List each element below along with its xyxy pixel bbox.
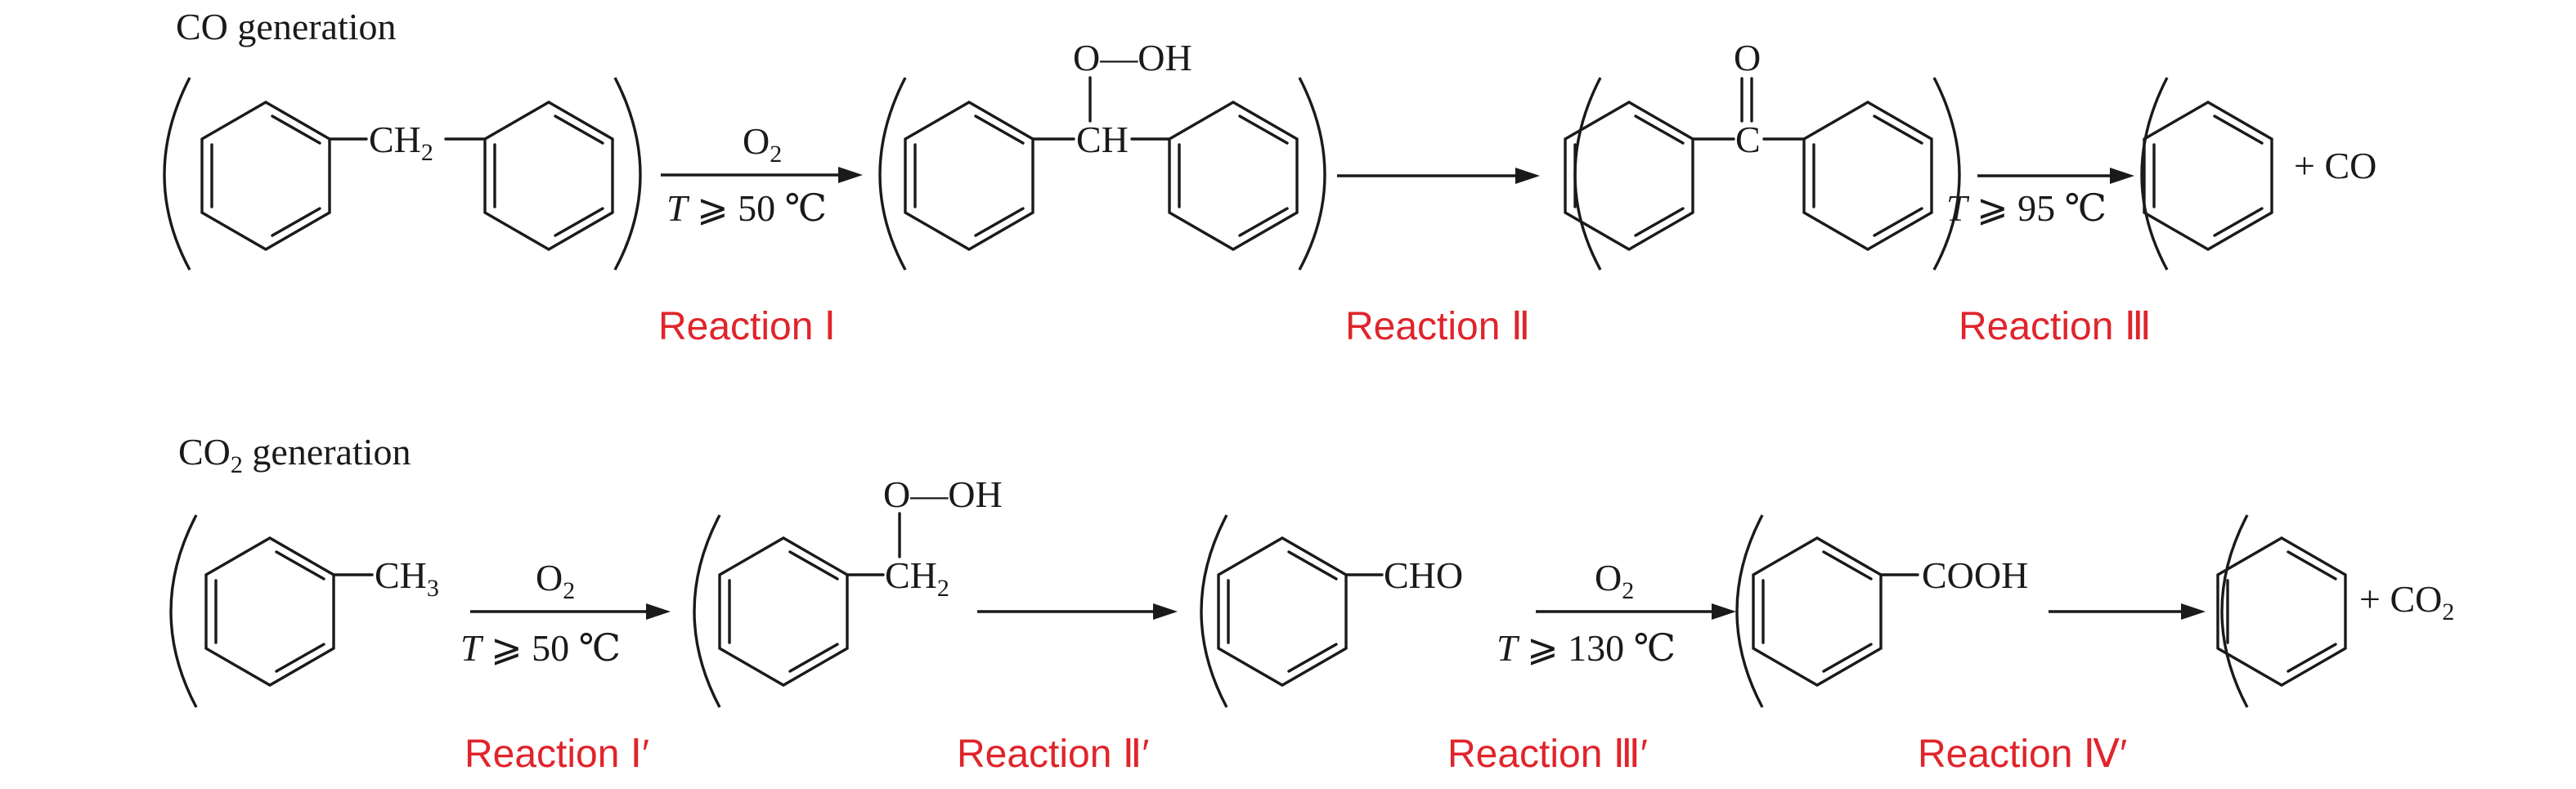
reaction-3-label: Reaction Ⅲ (1959, 305, 2152, 348)
right-bracket (613, 77, 642, 271)
aldehyde-group: CHO (1384, 554, 1463, 596)
reagent-o2: O2 (536, 557, 575, 604)
ch-group: CH (1076, 119, 1129, 160)
right-bracket (1298, 77, 1326, 271)
left-bracket (2220, 514, 2249, 708)
co2-generation-row: CO2 generation CH3 O2 T ⩾ 50 ℃ Reaction … (169, 431, 2454, 776)
temperature-condition: T ⩾ 50 ℃ (666, 187, 827, 229)
benzene-ring (1564, 101, 1694, 251)
reagent-o2: O2 (743, 120, 782, 168)
reaction-3-arrow: T ⩾ 95 ℃ (1946, 168, 2134, 229)
left-bracket (169, 514, 198, 708)
hydroperoxy-group: O—OH (883, 473, 1003, 515)
temperature-condition: T ⩾ 130 ℃ (1497, 627, 1676, 669)
left-bracket (878, 77, 907, 271)
benzophenone-structure: C O (1564, 37, 1961, 271)
left-bracket (693, 514, 721, 708)
temperature-condition: T ⩾ 50 ℃ (460, 627, 621, 669)
benzene-ring (483, 101, 614, 251)
reaction-2-prime-label: Reaction Ⅱ′ (957, 733, 1149, 776)
reaction-1-prime-label: Reaction Ⅰ′ (464, 733, 649, 776)
temperature-condition: T ⩾ 95 ℃ (1946, 187, 2107, 229)
benzene-co2-product: + CO2 (2216, 514, 2454, 708)
left-bracket (1735, 514, 1764, 708)
left-bracket (1573, 77, 1602, 271)
co-generation-row: CO generation CH2 O2 T ⩾ 50 ℃ Reaction Ⅰ… (163, 6, 2376, 348)
co-product: + CO (2294, 145, 2376, 186)
reagent-o2: O2 (1595, 557, 1634, 604)
reaction-2-prime-arrow (977, 603, 1178, 620)
benzene-ring (904, 101, 1034, 251)
benzaldehyde-structure: CHO (1200, 514, 1463, 708)
benzoic-acid-structure: COOH (1735, 514, 2028, 708)
ch3-group: CH3 (375, 554, 439, 602)
toluene-structure: CH3 (169, 514, 439, 708)
reaction-3-prime-label: Reaction Ⅲ′ (1447, 733, 1648, 776)
carbonyl-oxygen: O (1734, 37, 1761, 78)
ch2-group: CH2 (885, 554, 949, 602)
benzene-ring (204, 536, 335, 687)
hydroperoxide-structure: CH O—OH (878, 37, 1326, 271)
benzene-ring (2143, 101, 2273, 251)
reaction-2-arrow (1337, 168, 1540, 184)
benzene-ring (200, 101, 331, 251)
left-bracket (1200, 514, 1228, 708)
carbonyl-carbon: C (1735, 119, 1761, 160)
benzene-ring (1752, 536, 1883, 687)
benzene-co-product: + CO (2140, 77, 2376, 271)
reaction-4-prime-arrow (2049, 603, 2206, 620)
benzene-ring (1217, 536, 1348, 687)
reaction-1-arrow: O2 T ⩾ 50 ℃ (661, 120, 863, 229)
benzene-ring (1802, 101, 1933, 251)
right-bracket (1932, 77, 1961, 271)
ch2-group: CH2 (369, 119, 433, 166)
carboxyl-group: COOH (1922, 554, 2028, 596)
reaction-3-prime-arrow: O2 T ⩾ 130 ℃ (1497, 557, 1736, 669)
benzene-ring (2216, 536, 2347, 687)
benzene-ring (718, 536, 849, 687)
benzyl-hydroperoxide-structure: CH2 O—OH (693, 473, 1003, 708)
reaction-2-label: Reaction Ⅱ (1345, 305, 1530, 348)
reaction-4-prime-label: Reaction Ⅳ′ (1918, 733, 2127, 776)
co2-generation-title: CO2 generation (178, 431, 411, 478)
left-bracket (163, 77, 191, 271)
reaction-1-prime-arrow: O2 T ⩾ 50 ℃ (460, 557, 671, 669)
co-generation-title: CO generation (176, 6, 397, 47)
co2-product: + CO2 (2359, 578, 2454, 625)
diphenylmethane-structure: CH2 (163, 77, 642, 271)
benzene-ring (1168, 101, 1299, 251)
hydroperoxy-group: O—OH (1073, 37, 1192, 78)
left-bracket (2140, 77, 2169, 271)
reaction-1-label: Reaction Ⅰ (658, 305, 836, 348)
